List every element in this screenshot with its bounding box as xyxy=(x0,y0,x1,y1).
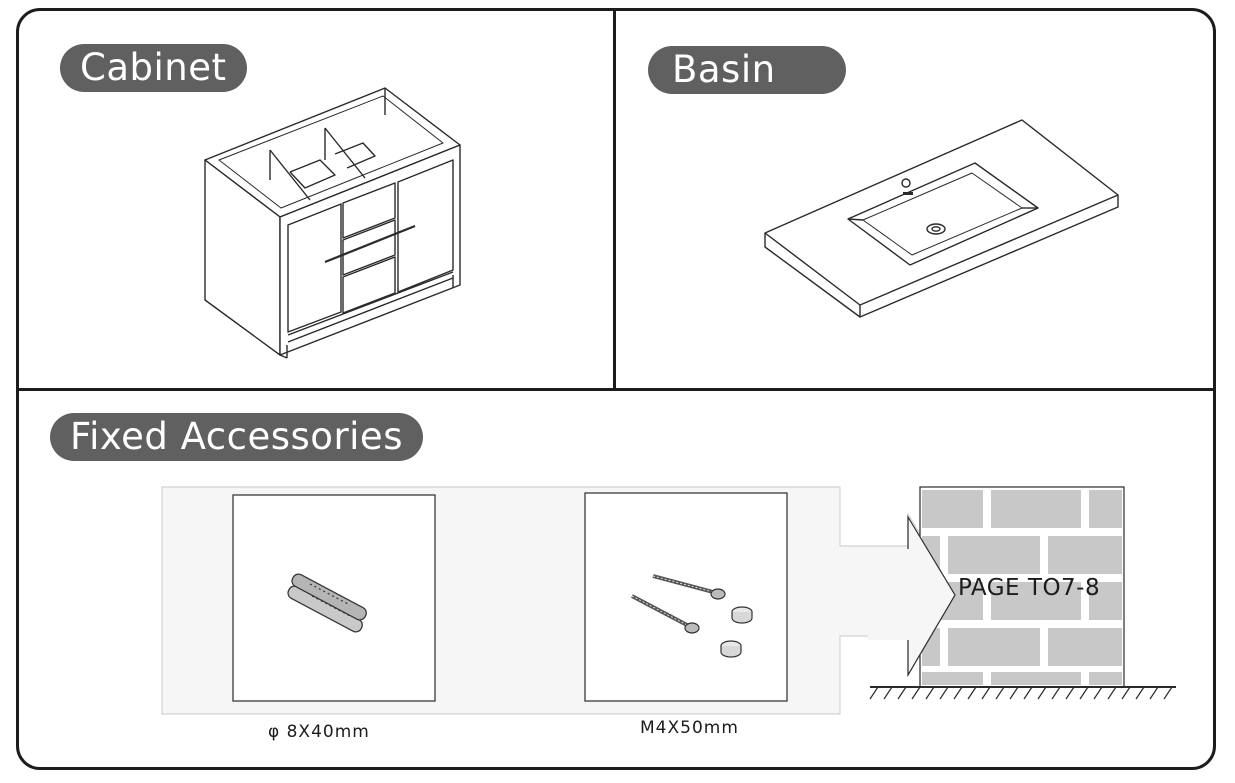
anchor-size-caption: φ 8X40mm xyxy=(268,722,370,742)
section-divider-vertical xyxy=(613,10,616,390)
basin-label: Basin xyxy=(648,46,846,94)
wall-anchor-icon xyxy=(287,573,367,633)
section-divider-horizontal xyxy=(18,388,1214,391)
cabinet-label: Cabinet xyxy=(60,44,247,92)
cabinet-illustration xyxy=(204,87,461,359)
screw-box xyxy=(584,492,788,702)
screw-size-caption: M4X50mm xyxy=(640,718,739,738)
accessories-area xyxy=(161,486,956,715)
screw-icon xyxy=(631,574,753,658)
fixed-accessories-label: Fixed Accessories xyxy=(50,413,423,461)
basin-illustration xyxy=(764,119,1119,318)
instruction-sheet xyxy=(16,8,1216,770)
page-reference-label: PAGE TO7-8 xyxy=(958,575,1101,601)
ground-hatching xyxy=(869,686,1173,700)
brick-wall xyxy=(868,486,1176,700)
